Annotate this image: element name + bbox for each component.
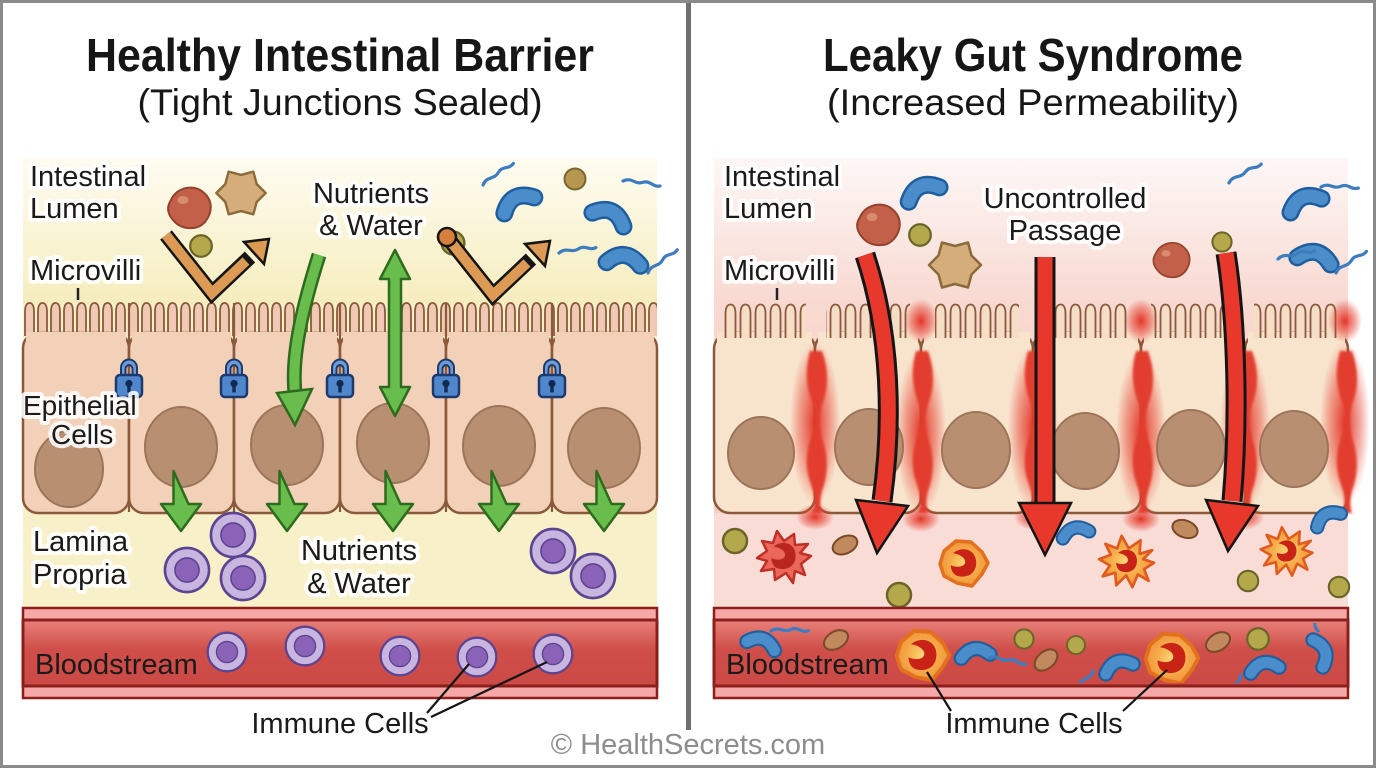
cell-nuclei (34, 402, 641, 508)
food-particle (167, 186, 212, 230)
pointer-line (1122, 669, 1168, 712)
label-intestinal-lumen: Intestinal (30, 161, 146, 193)
lumen-background (23, 158, 657, 303)
label-intestinal-lumen: Lumen (30, 193, 119, 225)
red-leak-arrow (854, 251, 911, 556)
food-particle (1211, 231, 1233, 253)
food-particle (908, 223, 932, 247)
leaked-particle (1327, 575, 1351, 599)
label-bloodstream: Bloodstream (35, 649, 198, 681)
cell-nucleus (356, 402, 430, 484)
pointer-line (426, 663, 470, 714)
lumen-background (714, 158, 1348, 303)
cell-nucleus (34, 430, 104, 508)
label-nutrients-top: & Water (319, 210, 423, 242)
immune-cell-purple (284, 625, 326, 667)
food-particle (856, 203, 901, 247)
healthy-panel-illustration: Healthy Intestinal Barrier (Tight Juncti… (19, 29, 683, 740)
label-uncontrolled-passage: Uncontrolled (984, 183, 1147, 215)
cell-nucleus (250, 404, 324, 486)
label-epithelial-cells: Cells (51, 419, 113, 450)
tight-junction-lines (127, 303, 554, 512)
food-particle (1152, 241, 1191, 279)
food-particle (189, 234, 213, 258)
absorption-arrow-double (378, 248, 412, 418)
cell-nucleus (941, 411, 1011, 489)
immune-cell-purple (209, 511, 257, 559)
panel-title: Leaky Gut Syndrome (823, 29, 1243, 81)
blocked-particle-arrow (436, 226, 550, 295)
immune-cell-purple (163, 546, 211, 594)
label-uncontrolled-passage: Passage (1009, 215, 1122, 247)
damaged-microvilli (722, 300, 1338, 338)
pointer-lines (426, 661, 548, 718)
cell-nucleus (144, 406, 218, 488)
pointer-line (926, 671, 952, 712)
label-bloodstream: Bloodstream (726, 649, 889, 681)
leaked-particle (1013, 628, 1035, 650)
cell-nucleus (1156, 409, 1226, 487)
immune-cell-purple (529, 527, 577, 575)
cell-nucleus (462, 405, 536, 487)
bloodstream-vessel (712, 606, 1350, 700)
bacterium-icon (607, 253, 642, 266)
immune-cell-purple (569, 552, 617, 600)
panel-title: Healthy Intestinal Barrier (86, 29, 594, 81)
panel-subtitle: (Increased Permeability) (827, 82, 1239, 123)
pointer-lines (926, 669, 1168, 712)
leaked-particle (1066, 635, 1086, 655)
label-nutrients-bottom: Nutrients (301, 535, 417, 567)
absorption-arrow-curved (274, 252, 327, 428)
leaky-panel-illustration: Leaky Gut Syndrome (Increased Permeabili… (712, 29, 1372, 740)
label-microvilli: Microvilli (30, 255, 141, 287)
label-nutrients-bottom: & Water (307, 568, 411, 600)
leaked-particle (885, 581, 913, 609)
label-microvilli: Microvilli (724, 255, 835, 287)
leaked-particle (1246, 627, 1270, 651)
leaked-particle (1236, 569, 1260, 593)
panel-subtitle: (Tight Junctions Sealed) (138, 82, 543, 123)
immune-cell-purple (219, 554, 267, 602)
cell-nucleus (1050, 412, 1120, 490)
cell-nucleus (567, 407, 641, 489)
food-particle (563, 167, 587, 191)
immune-cell-purple (532, 633, 574, 675)
particle-icon (436, 226, 458, 248)
label-nutrients-top: Nutrients (313, 178, 429, 210)
pointer-line (430, 661, 548, 718)
cell-nucleus (727, 416, 795, 490)
label-immune-cells: Immune Cells (945, 708, 1122, 740)
cell-nucleus (1259, 410, 1329, 488)
leaked-particle (721, 527, 749, 555)
label-intestinal-lumen: Intestinal (724, 161, 840, 193)
label-immune-cells: Immune Cells (251, 708, 428, 740)
label-intestinal-lumen: Lumen (724, 193, 813, 225)
red-leak-arrow (1203, 251, 1261, 554)
bloodstream-vessel (21, 606, 659, 700)
label-lamina-propria: Lamina (33, 526, 129, 558)
label-epithelial-cells: Epithelial (23, 390, 137, 421)
red-leak-arrow (1016, 257, 1074, 558)
watermark-credit: © HealthSecrets.com (550, 729, 826, 761)
panel-divider (686, 3, 691, 730)
label-lamina-propria: Propria (33, 559, 127, 591)
immune-cell-purple (379, 635, 421, 677)
immune-cell-purple (206, 631, 248, 673)
